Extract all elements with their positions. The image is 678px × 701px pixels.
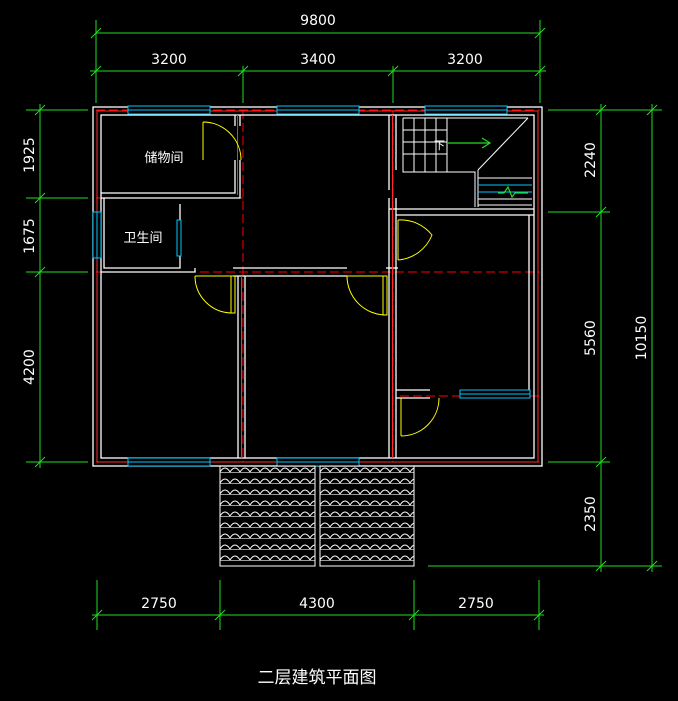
- balcony: [219, 465, 415, 567]
- dim-bottom-seg-3: 2750: [458, 596, 494, 612]
- dim-top-seg-2: 3400: [300, 52, 336, 68]
- dim-bottom-seg-2: 4300: [299, 596, 335, 612]
- dim-left-seg-3: 4200: [22, 349, 38, 385]
- doors: [194, 121, 440, 437]
- dim-top-total: 9800: [300, 13, 336, 29]
- dim-left-seg-2: 1675: [22, 218, 38, 254]
- dim-top-seg-1: 3200: [151, 52, 187, 68]
- staircase: [402, 117, 532, 207]
- dim-right-seg-2: 5560: [583, 320, 599, 356]
- dim-bottom-seg-1: 2750: [141, 596, 177, 612]
- dimension-lines: [26, 20, 662, 630]
- dim-right-seg-1: 2240: [583, 142, 599, 178]
- dim-right-total: 10150: [634, 316, 650, 361]
- dim-right-seg-3: 2350: [583, 496, 599, 532]
- dim-left-seg-1: 1925: [22, 137, 38, 173]
- room-label-bathroom: 卫生间: [123, 231, 162, 246]
- stair-down-marker: 下: [434, 139, 445, 152]
- windows: [92, 105, 531, 467]
- drawing-title: 二层建筑平面图: [258, 668, 377, 688]
- room-label-storage: 储物间: [144, 151, 183, 166]
- dim-top-seg-3: 3200: [447, 52, 483, 68]
- stair-arrow: [448, 137, 528, 199]
